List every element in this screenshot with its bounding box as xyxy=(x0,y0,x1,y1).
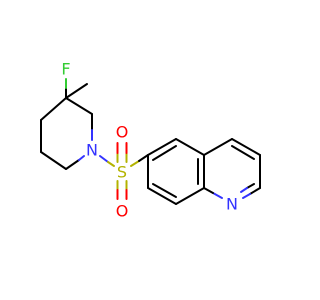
bond-c3-methyl xyxy=(65,83,88,99)
bond-c2-c3 xyxy=(65,97,93,115)
atom-label-piperidine-nitrogen: N xyxy=(86,141,98,160)
atom-label-oxygen-top: O xyxy=(116,123,129,142)
bond-c4a-c4 xyxy=(203,138,233,156)
bond-c4-c3-inner xyxy=(231,145,255,160)
bond-c5-c6 xyxy=(40,151,67,170)
bond-c5-c4a xyxy=(175,138,205,156)
bond-c3-c4 xyxy=(40,97,67,121)
bond-c2-n1-inner xyxy=(240,183,255,193)
bond-c8-c7 xyxy=(147,187,177,205)
bond-c2-n1 xyxy=(242,187,261,199)
bond-s-o-bottom xyxy=(116,180,128,200)
bond-c6-c5 xyxy=(147,138,177,156)
bond-c6-n xyxy=(65,155,85,170)
atom-label-fluorine: F xyxy=(61,60,70,79)
atom-label-sulfur: S xyxy=(117,163,127,182)
molecule-structure-diagram: F N S O O N xyxy=(40,60,261,221)
bond-c6-c5-inner xyxy=(152,145,177,161)
bond-s-c6-quinoline xyxy=(130,154,149,167)
bond-n1-c8a xyxy=(203,187,223,199)
atom-label-quinoline-nitrogen: N xyxy=(226,195,238,214)
bond-s-o-top xyxy=(116,142,128,163)
bond-c8-c7-inner xyxy=(152,183,177,198)
bond-c8a-c8 xyxy=(175,187,205,205)
bond-n-s xyxy=(99,155,115,167)
bond-c4-c3 xyxy=(231,138,261,156)
atom-label-oxygen-bottom: O xyxy=(116,202,129,221)
